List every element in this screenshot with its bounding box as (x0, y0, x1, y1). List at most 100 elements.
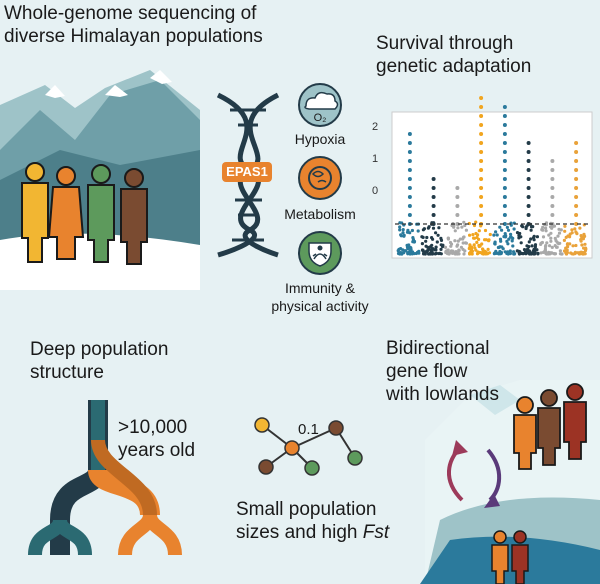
manhattan-point (396, 249, 400, 253)
manhattan-point (515, 231, 520, 235)
manhattan-point (547, 233, 551, 237)
manhattan-point (477, 243, 481, 247)
manhattan-point (450, 223, 454, 228)
manhattan-point (401, 228, 405, 232)
manhattan-peak-point (479, 123, 484, 127)
manhattan-point (401, 248, 405, 252)
manhattan-point (427, 247, 431, 251)
manhattan-point (509, 232, 513, 236)
manhattan-point (487, 238, 491, 242)
panel2-title: Survival through genetic adaptation (376, 33, 532, 77)
manhattan-peak-point (502, 222, 507, 226)
manhattan-point (584, 246, 588, 250)
manhattan-point (464, 228, 468, 232)
manhattan-point (557, 227, 561, 231)
manhattan-point (483, 228, 488, 233)
manhattan-point (541, 235, 546, 239)
manhattan-point (527, 245, 531, 249)
manhattan-point (424, 244, 428, 248)
y-tick-1: 1 (372, 153, 379, 165)
manhattan-peak-point (526, 204, 531, 208)
manhattan-point (522, 248, 527, 252)
manhattan-point (510, 239, 514, 243)
manhattan-point (512, 227, 516, 231)
manhattan-peak-point (431, 213, 436, 217)
manhattan-point (557, 231, 562, 235)
manhattan-point (569, 251, 573, 255)
manhattan-peak-point (479, 168, 484, 172)
manhattan-point (399, 233, 403, 237)
lowland-people (491, 530, 529, 584)
manhattan-point (497, 252, 501, 256)
manhattan-point (575, 232, 579, 236)
manhattan-point (498, 225, 502, 229)
manhattan-peak-point (407, 213, 412, 217)
manhattan-point (493, 251, 497, 255)
manhattan-peak-point (502, 123, 507, 127)
manhattan-peak-point (407, 177, 412, 181)
manhattan-point (475, 240, 479, 244)
manhattan-point (486, 247, 490, 251)
age-label: >10,000 years old (118, 417, 196, 461)
manhattan-peak-point (574, 222, 579, 226)
manhattan-point (541, 228, 545, 232)
manhattan-point (531, 225, 535, 229)
manhattan-point (468, 252, 472, 256)
manhattan-point (426, 226, 430, 230)
manhattan-points (396, 96, 588, 256)
manhattan-point (420, 248, 425, 252)
manhattan-peak-point (407, 168, 412, 172)
manhattan-point (439, 252, 443, 256)
manhattan-point (476, 233, 480, 237)
manhattan-point (468, 243, 472, 247)
manhattan-point (494, 230, 498, 234)
manhattan-point (535, 235, 540, 239)
manhattan-peak-point (550, 168, 555, 172)
manhattan-point (558, 249, 563, 253)
manhattan-point (511, 236, 515, 240)
manhattan-point (398, 252, 402, 256)
manhattan-peak-point (526, 186, 531, 190)
manhattan-point (556, 234, 560, 238)
manhattan-point (475, 252, 480, 256)
manhattan-point (525, 247, 530, 252)
manhattan-point (562, 249, 567, 253)
y-tick-0: 0 (372, 185, 379, 197)
manhattan-point (483, 238, 487, 242)
manhattan-peak-point (502, 168, 507, 172)
manhattan-point (406, 228, 410, 232)
manhattan-point (541, 225, 545, 229)
manhattan-point (503, 232, 507, 236)
highland-people (513, 383, 587, 470)
manhattan-point (539, 251, 543, 255)
manhattan-peak-point (407, 204, 412, 208)
manhattan-point (456, 252, 461, 256)
manhattan-peak-point (479, 150, 484, 154)
manhattan-point (463, 223, 467, 228)
manhattan-peak-point (550, 177, 555, 181)
manhattan-point (447, 252, 451, 256)
manhattan-point (480, 242, 484, 246)
manhattan-point (579, 239, 583, 243)
manhattan-point (499, 239, 503, 243)
manhattan-point (553, 236, 557, 240)
manhattan-point (411, 237, 415, 242)
manhattan-point (458, 237, 462, 241)
manhattan-point (560, 252, 564, 256)
manhattan-point (583, 242, 587, 246)
manhattan-point (464, 241, 468, 245)
manhattan-point (550, 245, 554, 249)
manhattan-point (481, 248, 485, 252)
manhattan-point (533, 247, 537, 251)
manhattan-point (439, 236, 443, 240)
manhattan-peak-point (574, 168, 579, 172)
bidirectional-arrows (446, 440, 502, 508)
manhattan-point (412, 240, 416, 244)
manhattan-peak-point (455, 186, 460, 190)
manhattan-point (424, 250, 428, 254)
manhattan-point (563, 229, 567, 233)
manhattan-peak-point (431, 195, 436, 199)
panel4-title: Small population sizes and high Fst (236, 499, 390, 543)
manhattan-point (471, 233, 475, 237)
manhattan-point (472, 236, 477, 240)
